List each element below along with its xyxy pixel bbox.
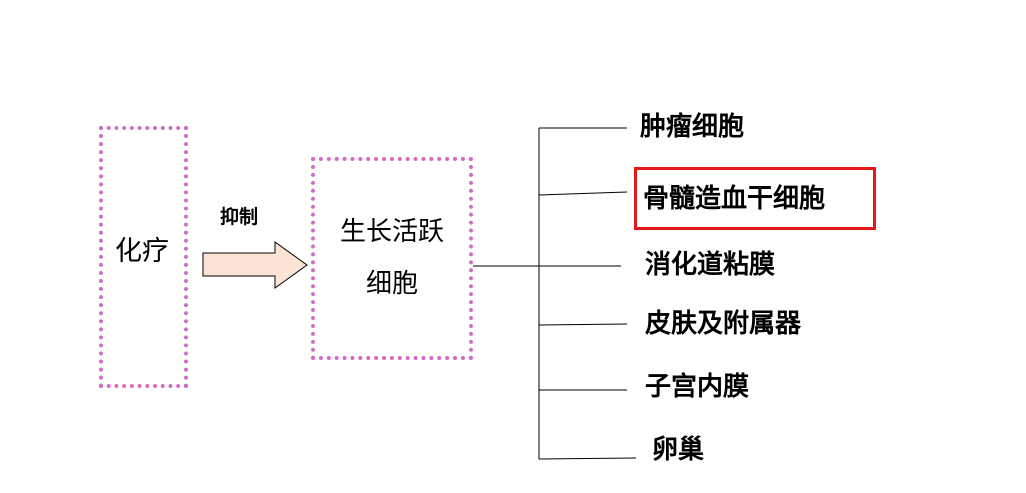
active-cells-label-line2: 细胞	[365, 269, 418, 299]
target-digestive-mucosa: 消化道粘膜	[645, 250, 776, 280]
target-bone-marrow-stem-cells: 骨髓造血干细胞	[643, 184, 826, 214]
active-cells-label: 生长活跃 细胞	[311, 206, 473, 310]
chemo-box	[99, 126, 188, 388]
target-tumor-cells: 肿瘤细胞	[640, 112, 745, 142]
target-endometrium: 子宫内膜	[645, 372, 750, 402]
branch-line-3	[538, 323, 628, 326]
target-skin-appendages: 皮肤及附属器	[645, 309, 802, 339]
inhibit-label: 抑制	[220, 206, 259, 228]
branch-line-1	[538, 191, 628, 196]
active-cells-label-line1: 生长活跃	[339, 217, 444, 247]
target-ovary: 卵巢	[652, 435, 705, 465]
chemo-label: 化疗	[115, 236, 169, 267]
branch-line-5	[538, 457, 637, 460]
active-cells-box	[311, 157, 473, 360]
highlight-box	[634, 167, 876, 230]
right-block-arrow-icon	[202, 241, 308, 289]
